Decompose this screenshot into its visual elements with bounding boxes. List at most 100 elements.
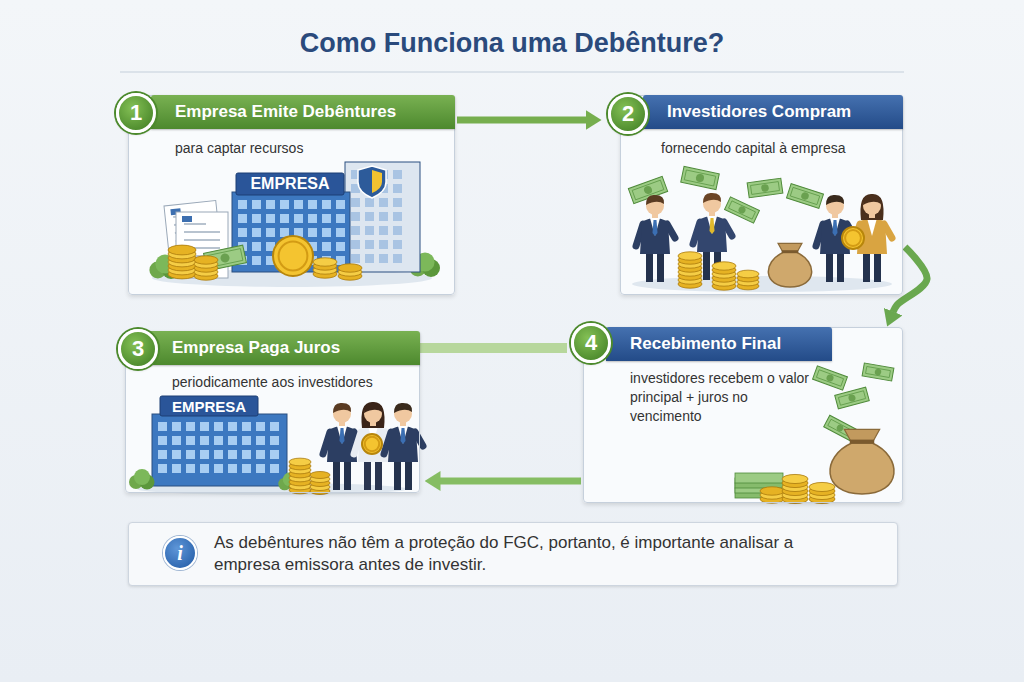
person-body (697, 216, 727, 252)
building-window (256, 436, 265, 445)
building-window (270, 436, 279, 445)
person-shirt (650, 218, 660, 236)
title-rule (120, 71, 904, 73)
building-window (238, 200, 247, 209)
coin (310, 472, 330, 479)
info-symbol: i (177, 543, 183, 563)
coin-stack (168, 245, 196, 279)
coin (194, 256, 218, 264)
flow-arrow (893, 247, 927, 312)
banknote (862, 363, 894, 381)
person-tie (340, 428, 345, 444)
building-body (152, 414, 287, 486)
building-window (266, 228, 275, 237)
sign-holder: EMPRESA (236, 173, 344, 195)
building-window (200, 450, 209, 459)
banknote-frame (684, 170, 715, 186)
building-window (270, 450, 279, 459)
coin-stack (338, 264, 362, 280)
company-sign (160, 396, 258, 416)
building-window (228, 436, 237, 445)
building-window (351, 198, 360, 207)
building-window (365, 240, 374, 249)
coin (809, 482, 835, 491)
building-window (214, 436, 223, 445)
person-body (640, 218, 670, 254)
step-number: 2 (622, 103, 634, 125)
step-number: 1 (130, 102, 142, 124)
building-window (186, 450, 195, 459)
building-window (393, 254, 402, 263)
shield-stripe (372, 170, 382, 193)
building-window (308, 228, 317, 237)
step-number-circle: 4 (571, 323, 611, 363)
person-leg (837, 252, 844, 282)
building-window (365, 212, 374, 221)
bag-tie (782, 250, 799, 253)
person-hair (826, 195, 844, 205)
coin (289, 458, 311, 466)
building-window (228, 422, 237, 431)
banknote (835, 387, 870, 409)
person-leg (364, 460, 371, 490)
money-bag (830, 429, 894, 494)
panel-background (583, 327, 903, 503)
person-hair (361, 402, 384, 428)
person-hair (863, 195, 881, 205)
step-title: Empresa Emite Debêntures (151, 95, 455, 129)
person-hair (394, 403, 412, 413)
building-window (336, 200, 345, 209)
banknote (787, 184, 824, 209)
building-window (186, 464, 195, 473)
building-window (266, 200, 275, 209)
building-window (252, 228, 261, 237)
step-title: Recebimento Final (606, 327, 832, 361)
coin (362, 434, 382, 454)
banknote (681, 166, 720, 189)
building-window (280, 228, 289, 237)
person-leg (703, 250, 710, 280)
coin-ring (279, 242, 308, 271)
building-window (252, 200, 261, 209)
company-sign-text: EMPRESA (172, 399, 246, 414)
step-description: fornecendo capital à empresa (661, 139, 902, 158)
bag-tie (850, 440, 874, 444)
person-shirt (707, 216, 717, 234)
banknote-frame (751, 182, 780, 195)
shield (358, 166, 386, 198)
person-hair (703, 193, 721, 203)
building-window (228, 450, 237, 459)
step-number-circle: 1 (116, 93, 156, 133)
document-line (184, 231, 220, 233)
person-leg (657, 252, 664, 282)
step-number-circle: 2 (608, 94, 648, 134)
info-icon: i (163, 536, 197, 570)
building-window (280, 214, 289, 223)
ground (632, 276, 892, 292)
banknote-frame (790, 187, 819, 204)
building-window (252, 256, 261, 265)
coin (168, 245, 196, 255)
step-description: periodicamente aos investidores (172, 373, 419, 392)
step-panel: Empresa Paga Jurosperiodicamente aos inv… (125, 331, 420, 493)
building-window (242, 436, 251, 445)
building-window (365, 198, 374, 207)
coin-stack (313, 258, 337, 278)
person-shirt (830, 218, 840, 236)
panel-background (125, 331, 420, 493)
person-leg (394, 460, 401, 490)
banknote-paper (681, 166, 720, 189)
building-window (270, 464, 279, 473)
building-window (158, 422, 167, 431)
coin (338, 264, 362, 272)
banknote (725, 197, 760, 223)
coin-stack (678, 252, 702, 288)
bag-body (830, 443, 894, 494)
step-description: investidores recebem o valor principal +… (630, 369, 820, 426)
building-window (172, 464, 181, 473)
building-window (200, 436, 209, 445)
sign-holder: EMPRESA (160, 396, 258, 416)
building-window (393, 226, 402, 235)
step-title: Investidores Compram (643, 95, 903, 129)
step-panel: Recebimento Final investidores recebem o … (583, 327, 903, 503)
